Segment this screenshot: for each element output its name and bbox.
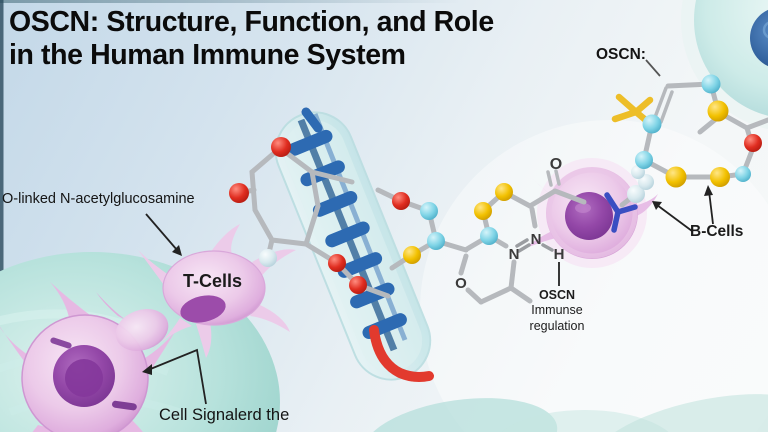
immune-cell-small <box>96 292 169 351</box>
background-wisps-bottom <box>362 394 768 432</box>
oscn-regulation-label: OSCN Immunse regulation <box>513 288 601 334</box>
annotation-arrows <box>142 59 714 405</box>
title-line2: in the Human Immune System <box>9 39 406 72</box>
b-cell-illustration <box>526 158 658 268</box>
oscn-regulation-line2: Immunse <box>531 303 583 318</box>
left-edge-cell-border <box>0 0 4 432</box>
t-cell-illustration <box>138 224 296 358</box>
atom-label-ring-n: N <box>509 246 520 263</box>
red-ribbon <box>369 325 434 382</box>
atom-balls <box>229 74 762 294</box>
arrow-oglcnac <box>145 213 178 251</box>
o-linked-glcnac-label: O-linked N-acetylglucosamine <box>2 191 195 207</box>
t-cells-label: T-Cells <box>183 271 243 291</box>
arrow-cell-signal <box>147 348 207 405</box>
atom-label-ring-o: O <box>455 275 467 292</box>
oscn-molecule-label: OSCN: <box>596 46 646 63</box>
title-line1: OSCN: Structure, Function, and Role <box>9 6 494 38</box>
top-edge-shade <box>0 0 768 3</box>
antibody-icon <box>604 192 638 233</box>
background-cell-top-right <box>681 0 768 130</box>
pointer-oscn-top <box>645 59 661 77</box>
oscn-regulation-line1: OSCN <box>538 288 576 302</box>
oscn-regulation-line3: regulation <box>529 318 585 333</box>
b-cells-label: B-Cells <box>690 223 744 240</box>
atom-label-carbonyl-o: O <box>550 156 562 173</box>
arrow-bcells-up <box>708 190 714 225</box>
immune-cell-large <box>0 282 176 432</box>
cell-signal-label: Cell Signalerd the <box>159 406 290 424</box>
atom-letters: O N N H O <box>455 156 564 292</box>
arrow-bcells-left <box>656 204 693 232</box>
page-title: OSCN: Structure, Function, and Role in t… <box>9 6 494 73</box>
atom-label-hydrazone-n: N <box>531 231 542 248</box>
atom-label-amide-h: H <box>554 246 565 263</box>
